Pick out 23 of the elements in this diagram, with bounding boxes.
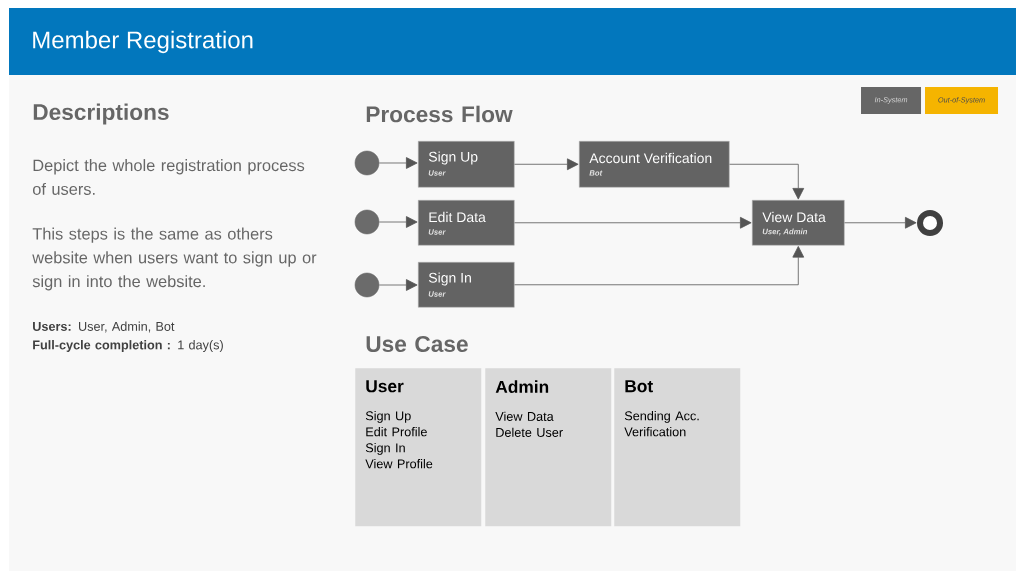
start-circle [354,272,380,298]
description-text: This steps is the same as others website when users want to sign up or sign in into the website. [32,227,317,291]
arrow [844,216,917,229]
description-text: Depict the whole registration process of users. [32,159,305,195]
page-title: Member Registration [33,30,253,54]
end-circle [917,210,943,236]
info-text: Full-cycle completion : 1 day(s) [33,340,223,352]
section-heading: Use Case [366,336,468,353]
section-heading: Process Flow [366,105,513,123]
arrow [514,158,579,171]
arrow [378,157,418,169]
use-case-card: User Sign Up Edit Profile Sign In View Profile [355,368,482,527]
start-circle [354,209,380,235]
use-case-card: Bot Sending Acc. Verification [614,368,741,527]
use-case-card: Admin View Data Delete User [485,368,612,527]
info-text: Users: User, Admin, Bot [33,321,175,333]
arrow [514,246,805,286]
arrow [514,216,752,229]
arrow [378,279,418,291]
arrow [378,216,418,228]
arrow [729,163,805,200]
section-heading: Descriptions [33,103,169,125]
start-circle [354,150,380,176]
